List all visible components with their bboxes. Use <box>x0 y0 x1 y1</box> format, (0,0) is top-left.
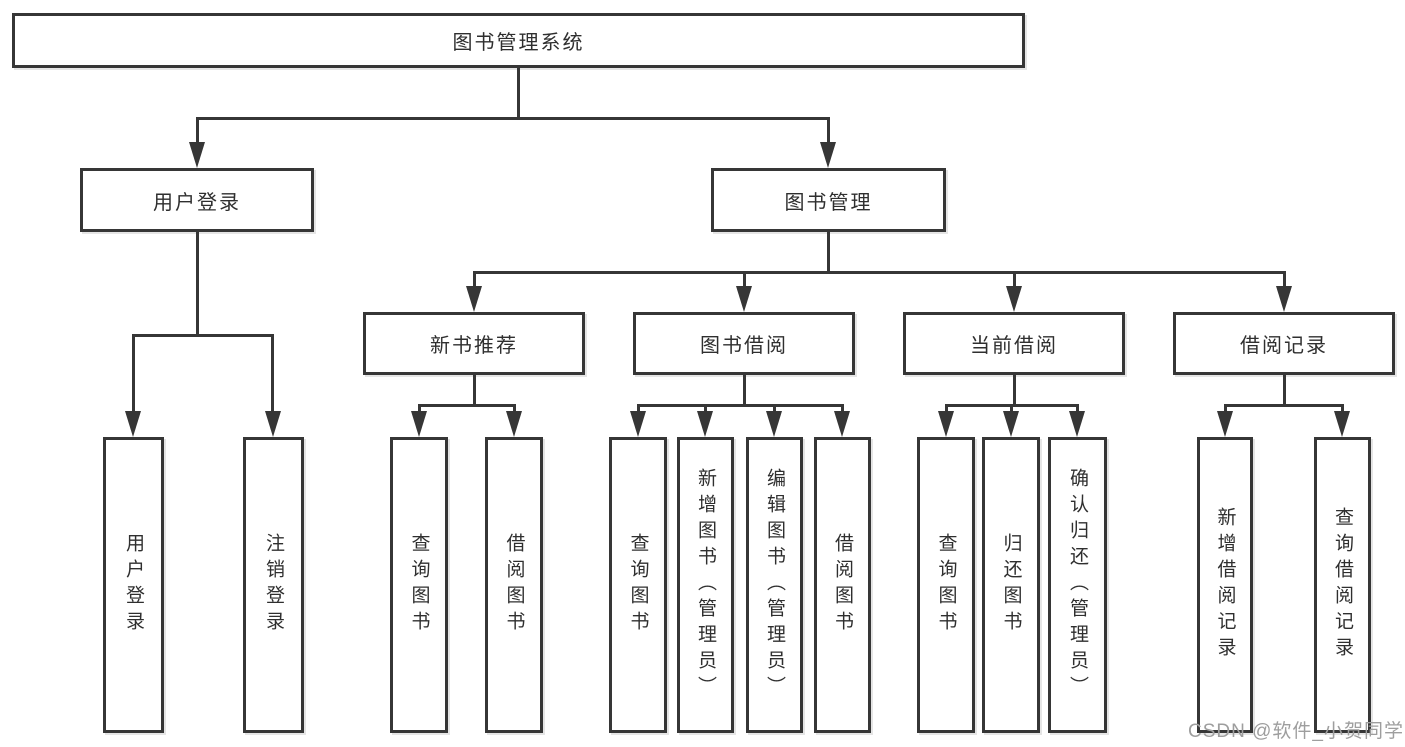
connector-group-hline <box>637 404 843 407</box>
arrow-down-icon <box>820 142 836 168</box>
node-user-login: 用户登录 <box>80 168 314 232</box>
connector-user-login-hline <box>132 334 274 337</box>
arrow-down-icon <box>697 411 713 437</box>
node-book-management: 图书管理 <box>711 168 946 232</box>
connector-group-hline <box>1224 404 1343 407</box>
leaf-logout: 注销登录 <box>243 437 304 733</box>
arrow-down-icon <box>466 286 482 312</box>
node-book-borrowing: 图书借阅 <box>633 312 855 375</box>
connector-level3-hline <box>473 271 1285 274</box>
leaf-confirm-return-admin: 确认归还（管理员） <box>1048 437 1107 733</box>
connector-level3-stem <box>1013 271 1016 289</box>
leaf-add-book-admin: 新增图书（管理员） <box>677 437 734 733</box>
connector-group-stem <box>1013 375 1016 406</box>
connector-level3-stem <box>743 271 746 289</box>
leaf-add-borrow-record: 新增借阅记录 <box>1197 437 1253 733</box>
arrow-down-icon <box>125 411 141 437</box>
connector-leaf-stem <box>418 404 421 414</box>
arrow-down-icon <box>938 411 954 437</box>
connector-leaf-stem <box>773 404 776 414</box>
connector-group-stem <box>1283 375 1286 406</box>
arrow-down-icon <box>1006 286 1022 312</box>
leaf-query-borrow-record-label: 查询借阅记录 <box>1332 507 1353 663</box>
connector-leaf-stem <box>841 404 844 414</box>
arrow-down-icon <box>1217 411 1233 437</box>
connector-leaf-stem <box>1076 404 1079 414</box>
connector-root-stem <box>517 68 520 118</box>
arrow-down-icon <box>189 142 205 168</box>
arrow-down-icon <box>736 286 752 312</box>
connector-leaf-stem <box>132 334 135 413</box>
arrow-down-icon <box>630 411 646 437</box>
connector-level3-stem <box>1283 271 1286 289</box>
connector-book-mgmt-down <box>827 232 830 272</box>
leaf-edit-book-admin: 编辑图书（管理员） <box>746 437 803 733</box>
leaf-confirm-return-admin-label: 确认归还（管理员） <box>1067 468 1088 702</box>
leaf-borrow-books-recommend-label: 借阅图书 <box>503 533 525 637</box>
node-new-book-recommendation: 新书推荐 <box>363 312 585 375</box>
connector-level2-hline <box>196 117 830 120</box>
leaf-query-borrow-record: 查询借阅记录 <box>1314 437 1371 733</box>
connector-leaf-stem <box>513 404 516 414</box>
node-current-borrowing-label: 当前借阅 <box>970 335 1058 357</box>
arrow-down-icon <box>1003 411 1019 437</box>
node-borrowing-records-label: 借阅记录 <box>1240 335 1328 357</box>
node-library-system: 图书管理系统 <box>12 13 1025 68</box>
arrow-down-icon <box>411 411 427 437</box>
leaf-add-book-admin-label: 新增图书（管理员） <box>695 468 716 702</box>
leaf-query-books-recommend: 查询图书 <box>390 437 448 733</box>
node-book-borrowing-label: 图书借阅 <box>700 335 788 357</box>
leaf-query-books-borrowing: 查询图书 <box>609 437 667 733</box>
arrow-down-icon <box>506 411 522 437</box>
leaf-borrow-books-borrowing: 借阅图书 <box>814 437 871 733</box>
node-user-login-label: 用户登录 <box>153 191 241 214</box>
watermark-text: CSDN @软件_小贺同学 <box>1188 721 1404 742</box>
leaf-borrow-books-recommend: 借阅图书 <box>485 437 543 733</box>
node-current-borrowing: 当前借阅 <box>903 312 1125 375</box>
leaf-return-books-label: 归还图书 <box>1000 533 1022 637</box>
arrow-down-icon <box>1069 411 1085 437</box>
connector-leaf-stem <box>1010 404 1013 414</box>
connector-level3-stem <box>473 271 476 289</box>
leaf-add-borrow-record-label: 新增借阅记录 <box>1214 507 1236 663</box>
connector-leaf-stem <box>945 404 948 414</box>
arrow-down-icon <box>265 411 281 437</box>
arrow-down-icon <box>834 411 850 437</box>
arrow-down-icon <box>766 411 782 437</box>
connector-leaf-stem <box>704 404 707 414</box>
leaf-borrow-books-borrowing-label: 借阅图书 <box>832 533 853 637</box>
node-library-system-label: 图书管理系统 <box>452 32 585 54</box>
connector-user-login-stem <box>196 118 199 144</box>
connector-leaf-stem <box>1341 404 1344 414</box>
connector-group-hline <box>418 404 515 407</box>
leaf-query-books-borrowing-label: 查询图书 <box>627 533 649 637</box>
leaf-user-login-label: 用户登录 <box>123 533 144 637</box>
leaf-query-books-current: 查询图书 <box>917 437 975 733</box>
leaf-query-books-recommend-label: 查询图书 <box>408 533 430 637</box>
leaf-user-login: 用户登录 <box>103 437 164 733</box>
leaf-edit-book-admin-label: 编辑图书（管理员） <box>764 468 785 702</box>
arrow-down-icon <box>1276 286 1292 312</box>
connector-leaf-stem <box>637 404 640 414</box>
leaf-query-books-current-label: 查询图书 <box>935 533 957 637</box>
node-book-management-label: 图书管理 <box>784 191 873 214</box>
node-borrowing-records: 借阅记录 <box>1173 312 1395 375</box>
arrow-down-icon <box>1334 411 1350 437</box>
connector-leaf-stem <box>1224 404 1227 414</box>
node-new-book-recommendation-label: 新书推荐 <box>430 335 518 357</box>
connector-group-stem <box>743 375 746 406</box>
connector-user-login-down <box>196 232 199 335</box>
connector-book-mgmt-stem <box>827 118 830 144</box>
connector-leaf-stem <box>271 334 274 413</box>
leaf-logout-label: 注销登录 <box>263 533 284 637</box>
leaf-return-books: 归还图书 <box>982 437 1040 733</box>
connector-group-stem <box>473 375 476 406</box>
